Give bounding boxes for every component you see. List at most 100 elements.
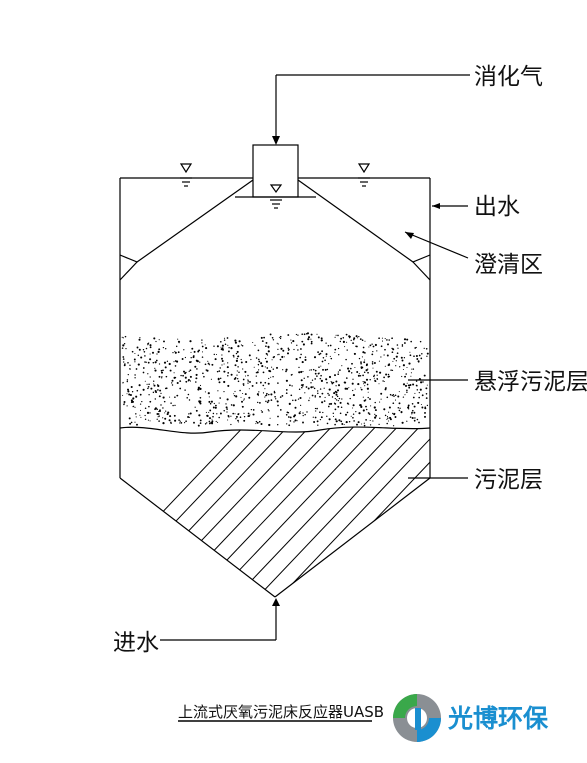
sludge-particle bbox=[320, 379, 323, 382]
sludge-particle bbox=[283, 356, 285, 358]
sludge-particle bbox=[145, 361, 147, 363]
sludge-particle bbox=[201, 342, 203, 344]
sludge-particle bbox=[365, 405, 367, 408]
sludge-particle bbox=[281, 395, 284, 397]
sludge-particle bbox=[300, 353, 302, 356]
water-level-marker-center bbox=[269, 184, 283, 209]
sludge-particle bbox=[380, 356, 382, 358]
sludge-particle bbox=[207, 360, 209, 362]
sludge-particle bbox=[154, 367, 156, 369]
sludge-particle bbox=[155, 359, 158, 362]
sludge-particle bbox=[223, 363, 225, 365]
sludge-particle bbox=[160, 404, 162, 406]
sludge-particle bbox=[310, 382, 312, 384]
sludge-particle bbox=[337, 334, 339, 337]
sludge-particle bbox=[328, 363, 330, 365]
sludge-particle bbox=[230, 373, 233, 376]
sludge-particle bbox=[384, 414, 387, 417]
sludge-particle bbox=[219, 340, 222, 343]
sludge-particle bbox=[340, 406, 343, 408]
sludge-particle bbox=[394, 399, 397, 401]
sludge-particle bbox=[211, 363, 214, 366]
sludge-particle bbox=[248, 396, 251, 399]
sludge-particle bbox=[332, 381, 335, 384]
sludge-particle bbox=[257, 395, 259, 397]
inlet-pipe bbox=[160, 598, 280, 641]
sludge-particle bbox=[261, 411, 264, 413]
sludge-particle bbox=[387, 373, 390, 376]
label-outlet: 出水 bbox=[474, 194, 520, 220]
sludge-particle bbox=[247, 380, 249, 382]
sludge-particle bbox=[364, 352, 366, 354]
sludge-particle bbox=[266, 354, 269, 356]
sludge-particle bbox=[144, 407, 147, 409]
sludge-particle bbox=[270, 376, 272, 378]
sludge-particle bbox=[400, 356, 403, 359]
sludge-particle bbox=[201, 351, 204, 353]
sludge-particle bbox=[145, 347, 148, 350]
sludge-particle bbox=[153, 383, 155, 385]
sludge-particle bbox=[333, 392, 336, 395]
sludge-particle bbox=[163, 400, 166, 403]
sludge-particle bbox=[257, 401, 259, 404]
sludge-particle bbox=[344, 381, 347, 384]
sludge-particle bbox=[398, 391, 400, 393]
sludge-particle bbox=[187, 380, 189, 382]
sludge-particle bbox=[297, 334, 299, 336]
sludge-particle bbox=[216, 345, 219, 348]
sludge-particle bbox=[334, 336, 336, 338]
sludge-particle bbox=[199, 361, 201, 363]
sludge-particle bbox=[206, 422, 208, 424]
sludge-particle bbox=[398, 409, 401, 412]
sludge-particle bbox=[362, 381, 364, 383]
sludge-particle bbox=[415, 354, 418, 358]
sludge-particle bbox=[321, 339, 323, 342]
sludge-particle bbox=[160, 392, 162, 395]
sludge-particle bbox=[351, 382, 354, 385]
sludge-particle bbox=[184, 389, 186, 391]
sludge-particle bbox=[262, 371, 265, 374]
sludge-particle bbox=[299, 356, 302, 359]
sludge-particle bbox=[237, 378, 239, 380]
sludge-particle bbox=[298, 366, 300, 369]
sludge-particle bbox=[386, 339, 388, 341]
sludge-particle bbox=[391, 347, 393, 350]
sludge-particle bbox=[314, 396, 316, 398]
sludge-particle bbox=[319, 352, 322, 355]
sludge-particle bbox=[243, 419, 246, 422]
sludge-particle bbox=[346, 341, 348, 343]
sludge-particle bbox=[355, 345, 357, 347]
sludge-particle bbox=[242, 368, 244, 370]
sludge-particle bbox=[252, 409, 255, 411]
sludge-particle bbox=[148, 394, 150, 396]
sludge-particle bbox=[310, 338, 312, 340]
sludge-particle bbox=[179, 380, 182, 382]
sludge-particle bbox=[325, 353, 328, 356]
sludge-particle bbox=[176, 381, 179, 385]
sludge-particle bbox=[188, 413, 190, 415]
sludge-particle bbox=[158, 375, 161, 378]
sludge-particle bbox=[322, 357, 325, 359]
sludge-particle bbox=[165, 410, 167, 412]
sludge-particle bbox=[328, 418, 331, 421]
sludge-particle bbox=[368, 346, 370, 348]
sludge-particle bbox=[388, 363, 390, 365]
sludge-particle bbox=[218, 381, 221, 384]
sludge-particle bbox=[264, 388, 266, 390]
sludge-particle bbox=[179, 387, 182, 390]
sludge-particle bbox=[409, 416, 412, 418]
sludge-particle bbox=[277, 424, 279, 426]
sludge-particle bbox=[121, 347, 124, 349]
sludge-particle bbox=[204, 363, 207, 366]
sludge-particle bbox=[146, 383, 148, 385]
sludge-particle bbox=[217, 390, 219, 392]
sludge-particle bbox=[307, 387, 310, 390]
sludge-particle bbox=[237, 380, 240, 383]
sludge-particle bbox=[158, 363, 161, 365]
sludge-particle bbox=[199, 422, 202, 424]
sludge-particle bbox=[197, 386, 200, 389]
sludge-particle bbox=[128, 393, 131, 396]
sludge-particle bbox=[406, 382, 408, 384]
sludge-particle bbox=[224, 343, 227, 346]
sludge-particle bbox=[267, 350, 270, 353]
